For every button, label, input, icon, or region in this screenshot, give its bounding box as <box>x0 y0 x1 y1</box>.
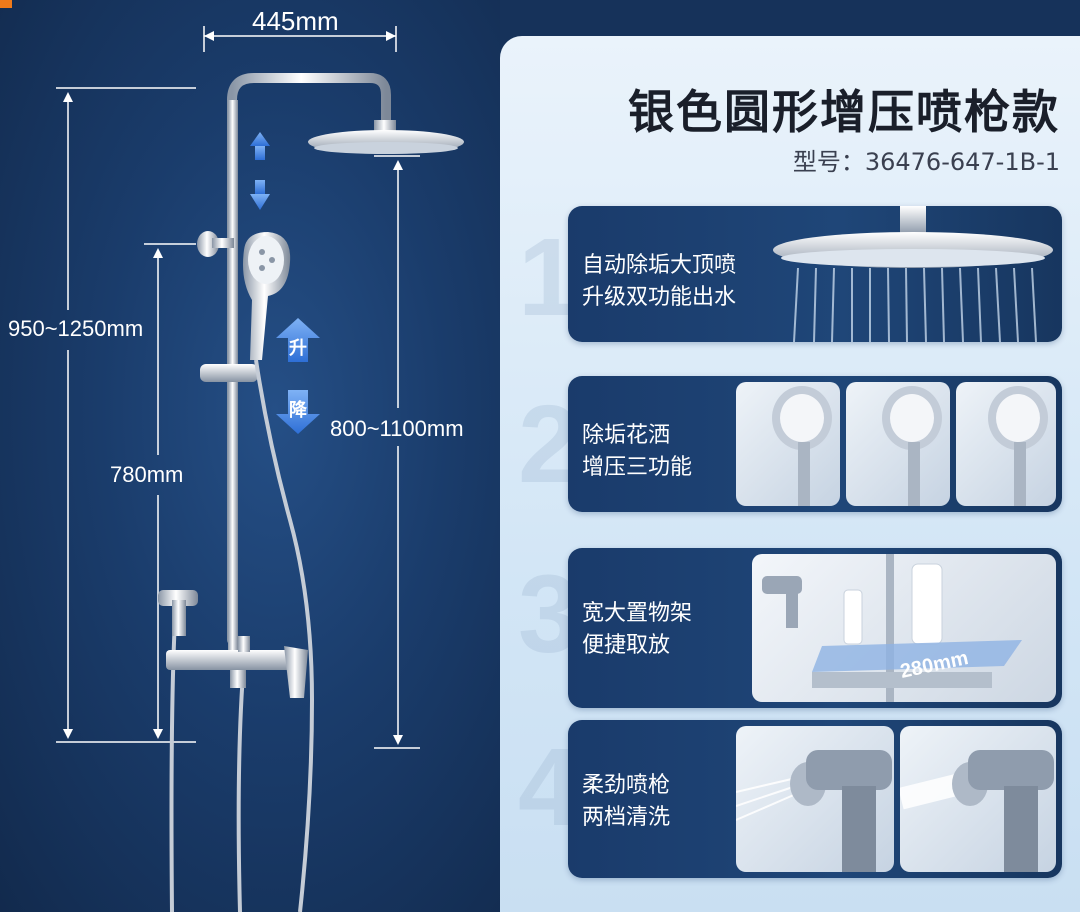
model-number: 型号：36476-647-1B-1 <box>792 148 1060 176</box>
feature-1-text: 自动除垢大顶喷 升级双功能出水 <box>582 250 736 314</box>
width-dimension-label: 445mm <box>252 6 339 36</box>
down-tag-label: 降 <box>289 400 307 421</box>
feature-4-line-2: 两档清洗 <box>582 805 671 830</box>
feature-2-line-1: 除垢花洒 <box>582 423 671 448</box>
feature-2-line-2: 增压三功能 <box>582 455 693 480</box>
head-height-dimension-label: 800~1100mm <box>330 416 464 441</box>
down-arrow-icon: 降 <box>276 390 320 434</box>
feature-card-3: 宽大置物架 便捷取放 280mm <box>568 548 1062 708</box>
feature-4-line-1: 柔劲喷枪 <box>582 773 671 798</box>
spray-mode-3-image <box>956 382 1056 506</box>
shower-illustration <box>56 26 464 912</box>
shelf-image: 280mm <box>752 554 1056 702</box>
feature-card-1: 自动除垢大顶喷 升级双功能出水 <box>568 206 1062 342</box>
product-title: 银色圆形增压喷枪款 <box>628 85 1060 139</box>
rod-height-dimension-label: 950~1250mm <box>8 316 144 341</box>
product-diagram-panel: 445mm 950~1250mm 780mm 800~1100mm 升 降 <box>0 0 500 912</box>
feature-3-line-1: 宽大置物架 <box>582 601 693 626</box>
up-arrow-icon: 升 <box>276 318 320 362</box>
feature-card-4: 柔劲喷枪 两档清洗 <box>568 720 1062 878</box>
feature-1-line-2: 升级双功能出水 <box>582 285 737 310</box>
feature-3-line-2: 便捷取放 <box>582 633 671 658</box>
spray-gun-mode-1-image <box>736 726 894 872</box>
feature-1-line-1: 自动除垢大顶喷 <box>582 253 737 278</box>
feature-4-text: 柔劲喷枪 两档清洗 <box>582 770 670 834</box>
feature-card-2: 除垢花洒 增压三功能 <box>568 376 1062 512</box>
feature-2-text: 除垢花洒 增压三功能 <box>582 420 692 484</box>
corner-accent <box>0 0 12 8</box>
feature-3-text: 宽大置物架 便捷取放 <box>582 598 692 662</box>
spray-mode-1-image <box>736 382 840 506</box>
handheld-height-dimension-label: 780mm <box>110 462 184 487</box>
spray-mode-2-image <box>846 382 950 506</box>
features-panel: 银色圆形增压喷枪款 型号：36476-647-1B-1 1 2 3 4 自动除垢… <box>500 36 1080 912</box>
rain-shower-head-image <box>773 206 1053 342</box>
up-tag-label: 升 <box>289 338 307 359</box>
spray-gun-mode-2-image <box>900 726 1056 872</box>
